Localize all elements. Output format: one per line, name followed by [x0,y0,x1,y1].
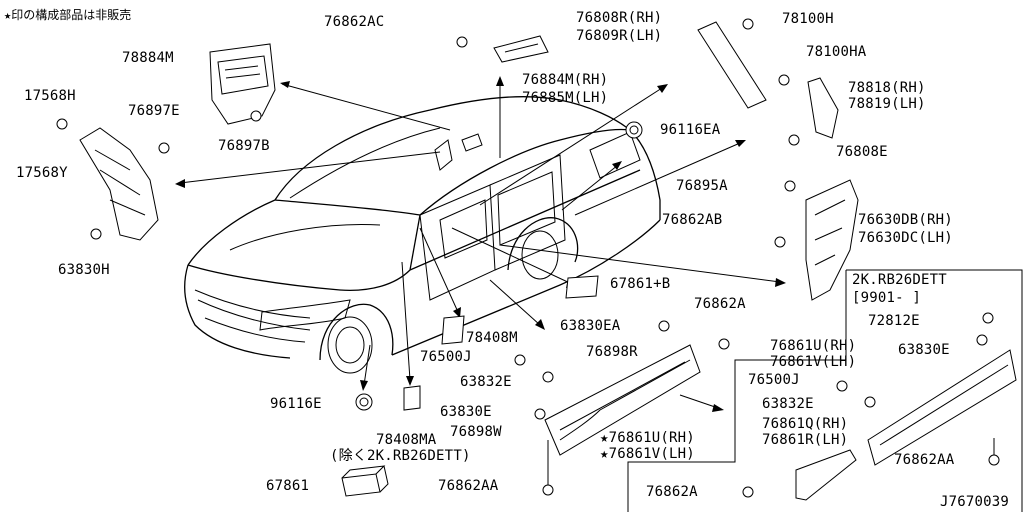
callout-96116E: 96116E [270,396,322,412]
callout-76898R: 76898R [586,344,638,360]
callout-76630DB: 76630DB(RH) [858,212,953,228]
callout-76885M: 76885M(LH) [522,90,609,106]
part-shapes [56,18,1023,512]
callout-76861R: 76861R(LH) [762,432,849,448]
callout-78408M: 78408M [466,330,518,346]
callout-76500J-mid: 76500J [420,349,472,365]
callout-67861: 67861 [266,478,310,494]
callout-76895A: 76895A [676,178,728,194]
callout-76898W: 76898W [450,424,502,440]
callout-76897E: 76897E [128,103,180,119]
callout-76861U-mid: ★76861U(RH) [600,430,695,446]
callout-72812E: 72812E [868,313,920,329]
callout-63830H: 63830H [58,262,110,278]
callout-76861U-box: 76861U(RH) [770,338,857,354]
callout-78408MA: 78408MA [376,432,437,448]
non-sale-note: ★印の構成部品は非販売 [4,8,132,22]
callout-63832E-box: 63832E [762,396,814,412]
callout-78100H: 78100H [782,11,834,27]
inset-date-range: [9901- ] [852,290,922,306]
callout-76809R: 76809R(LH) [576,28,663,44]
callout-78819: 78819(LH) [848,96,926,112]
inset-model-label: 2K.RB26DETT [852,272,947,288]
callout-76500J-box: 76500J [748,372,800,388]
callout-78100HA: 78100HA [806,44,867,60]
callout-78818: 78818(RH) [848,80,926,96]
callout-67861B: 67861+B [610,276,671,292]
car-illustration [184,96,661,374]
callout-96116EA: 96116EA [660,122,721,138]
callout-76862AB: 76862AB [662,212,723,228]
callout-76630DC: 76630DC(LH) [858,230,953,246]
callout-63830E-mid: 63830E [440,404,492,420]
callout-76884M: 76884M(RH) [522,72,609,88]
diagram-id: J7670039 [940,494,1010,510]
callout-76808R: 76808R(RH) [576,10,663,26]
callout-76862AA-mid: 76862AA [438,478,499,494]
callout-76808E: 76808E [836,144,888,160]
callout-76862A-box: 76862A [646,484,698,500]
callout-76861V-box: 76861V(LH) [770,354,857,370]
callout-17568Y: 17568Y [16,165,68,181]
callout-exclusion-note: (除く2K.RB26DETT) [330,448,471,464]
callout-63832E-mid: 63832E [460,374,512,390]
callout-17568H: 17568H [24,88,76,104]
callout-63830EA: 63830EA [560,318,621,334]
callout-76862AA-box: 76862AA [894,452,955,468]
callout-76897B: 76897B [218,138,270,154]
callout-76862A-mid: 76862A [694,296,746,312]
callout-76862AC: 76862AC [324,14,385,30]
callout-76861V-mid: ★76861V(LH) [600,446,695,462]
callout-63830E-box: 63830E [898,342,950,358]
callout-78884M: 78884M [122,50,174,66]
callout-76861Q: 76861Q(RH) [762,416,849,432]
